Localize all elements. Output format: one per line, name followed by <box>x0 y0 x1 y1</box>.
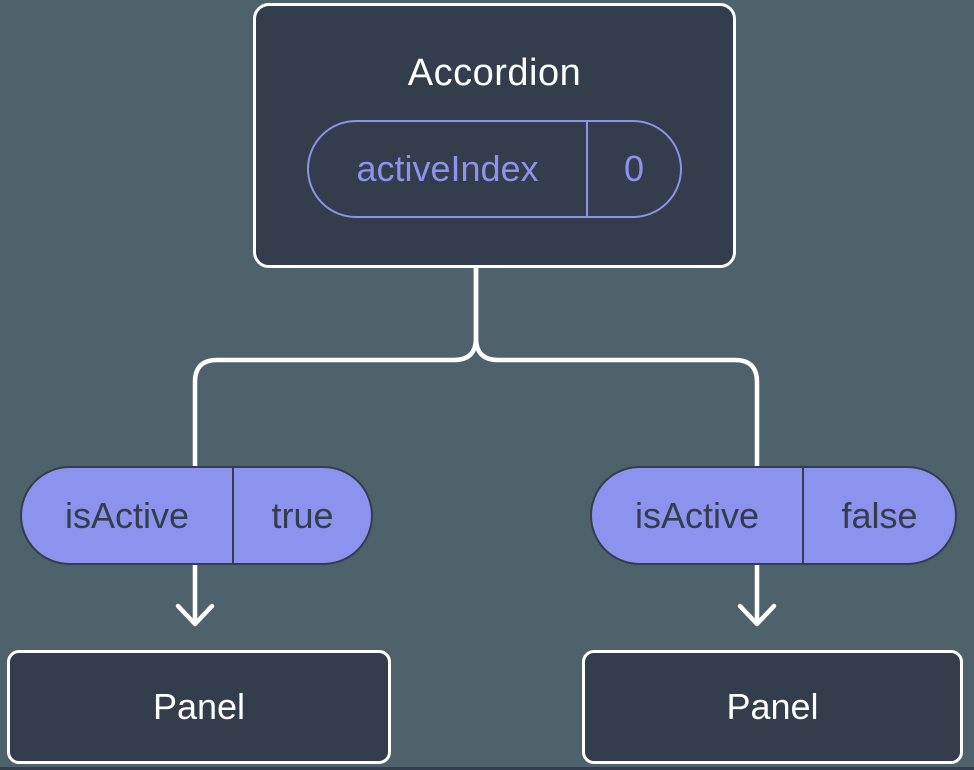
arrow-down-icon <box>737 603 777 627</box>
panel-title: Panel <box>152 686 246 727</box>
is-active-prop-pill-left: isActive true <box>20 466 373 565</box>
accordion-component-box: Accordion activeIndex 0 <box>253 3 736 268</box>
prop-name: isActive <box>634 494 760 536</box>
arrow-down-icon <box>175 603 215 627</box>
panel-component-box-left: Panel <box>7 650 391 764</box>
connector-branch-right <box>473 260 760 623</box>
prop-value: true <box>232 468 371 563</box>
connector-branch-left <box>192 260 479 623</box>
panel-title: Panel <box>726 686 819 727</box>
prop-value: false <box>802 468 955 563</box>
panel-component-box-right: Panel <box>582 650 963 764</box>
state-name: activeIndex <box>356 148 539 189</box>
is-active-prop-pill-right: isActive false <box>590 466 957 565</box>
bottom-edge-strip <box>0 767 974 770</box>
state-value: 0 <box>586 122 680 216</box>
active-index-state-pill: activeIndex 0 <box>307 120 682 218</box>
accordion-title: Accordion <box>407 52 582 94</box>
prop-name: isActive <box>64 494 190 536</box>
